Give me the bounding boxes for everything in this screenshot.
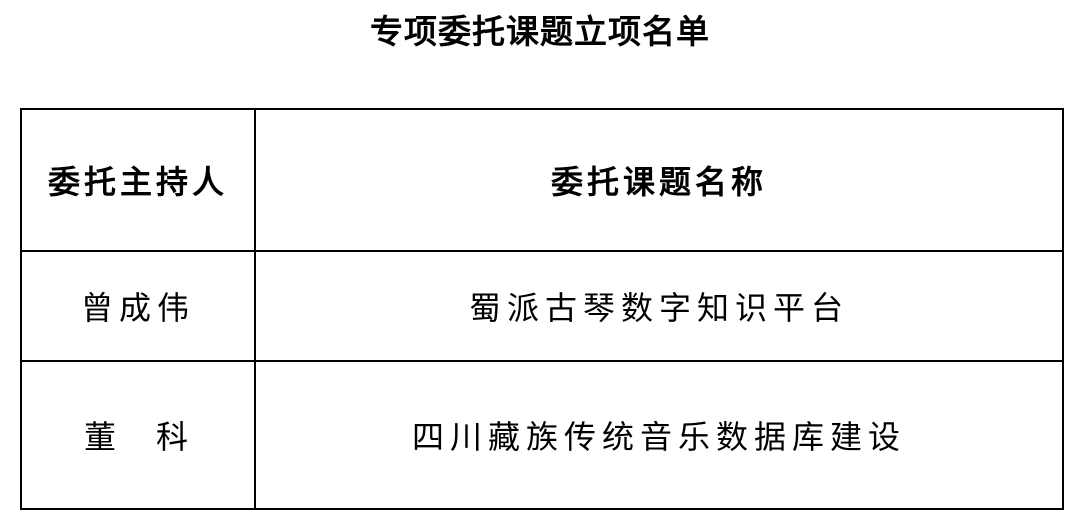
project-name-cell: 四川藏族传统音乐数据库建设 [254, 360, 1064, 510]
table-header-row: 委托主持人 委托课题名称 [20, 108, 1064, 252]
host-name-cell: 曾成伟 [20, 250, 256, 362]
table-row: 曾成伟 蜀派古琴数字知识平台 [20, 250, 1064, 362]
host-name-cell: 董 科 [20, 360, 256, 510]
header-project-name: 委托课题名称 [254, 108, 1064, 252]
project-list-table: 委托主持人 委托课题名称 曾成伟 蜀派古琴数字知识平台 董 科 四川藏族传统音乐… [20, 108, 1064, 510]
header-host: 委托主持人 [20, 108, 256, 252]
project-name-cell: 蜀派古琴数字知识平台 [254, 250, 1064, 362]
table-row: 董 科 四川藏族传统音乐数据库建设 [20, 360, 1064, 510]
document-title: 专项委托课题立项名单 [370, 12, 710, 51]
